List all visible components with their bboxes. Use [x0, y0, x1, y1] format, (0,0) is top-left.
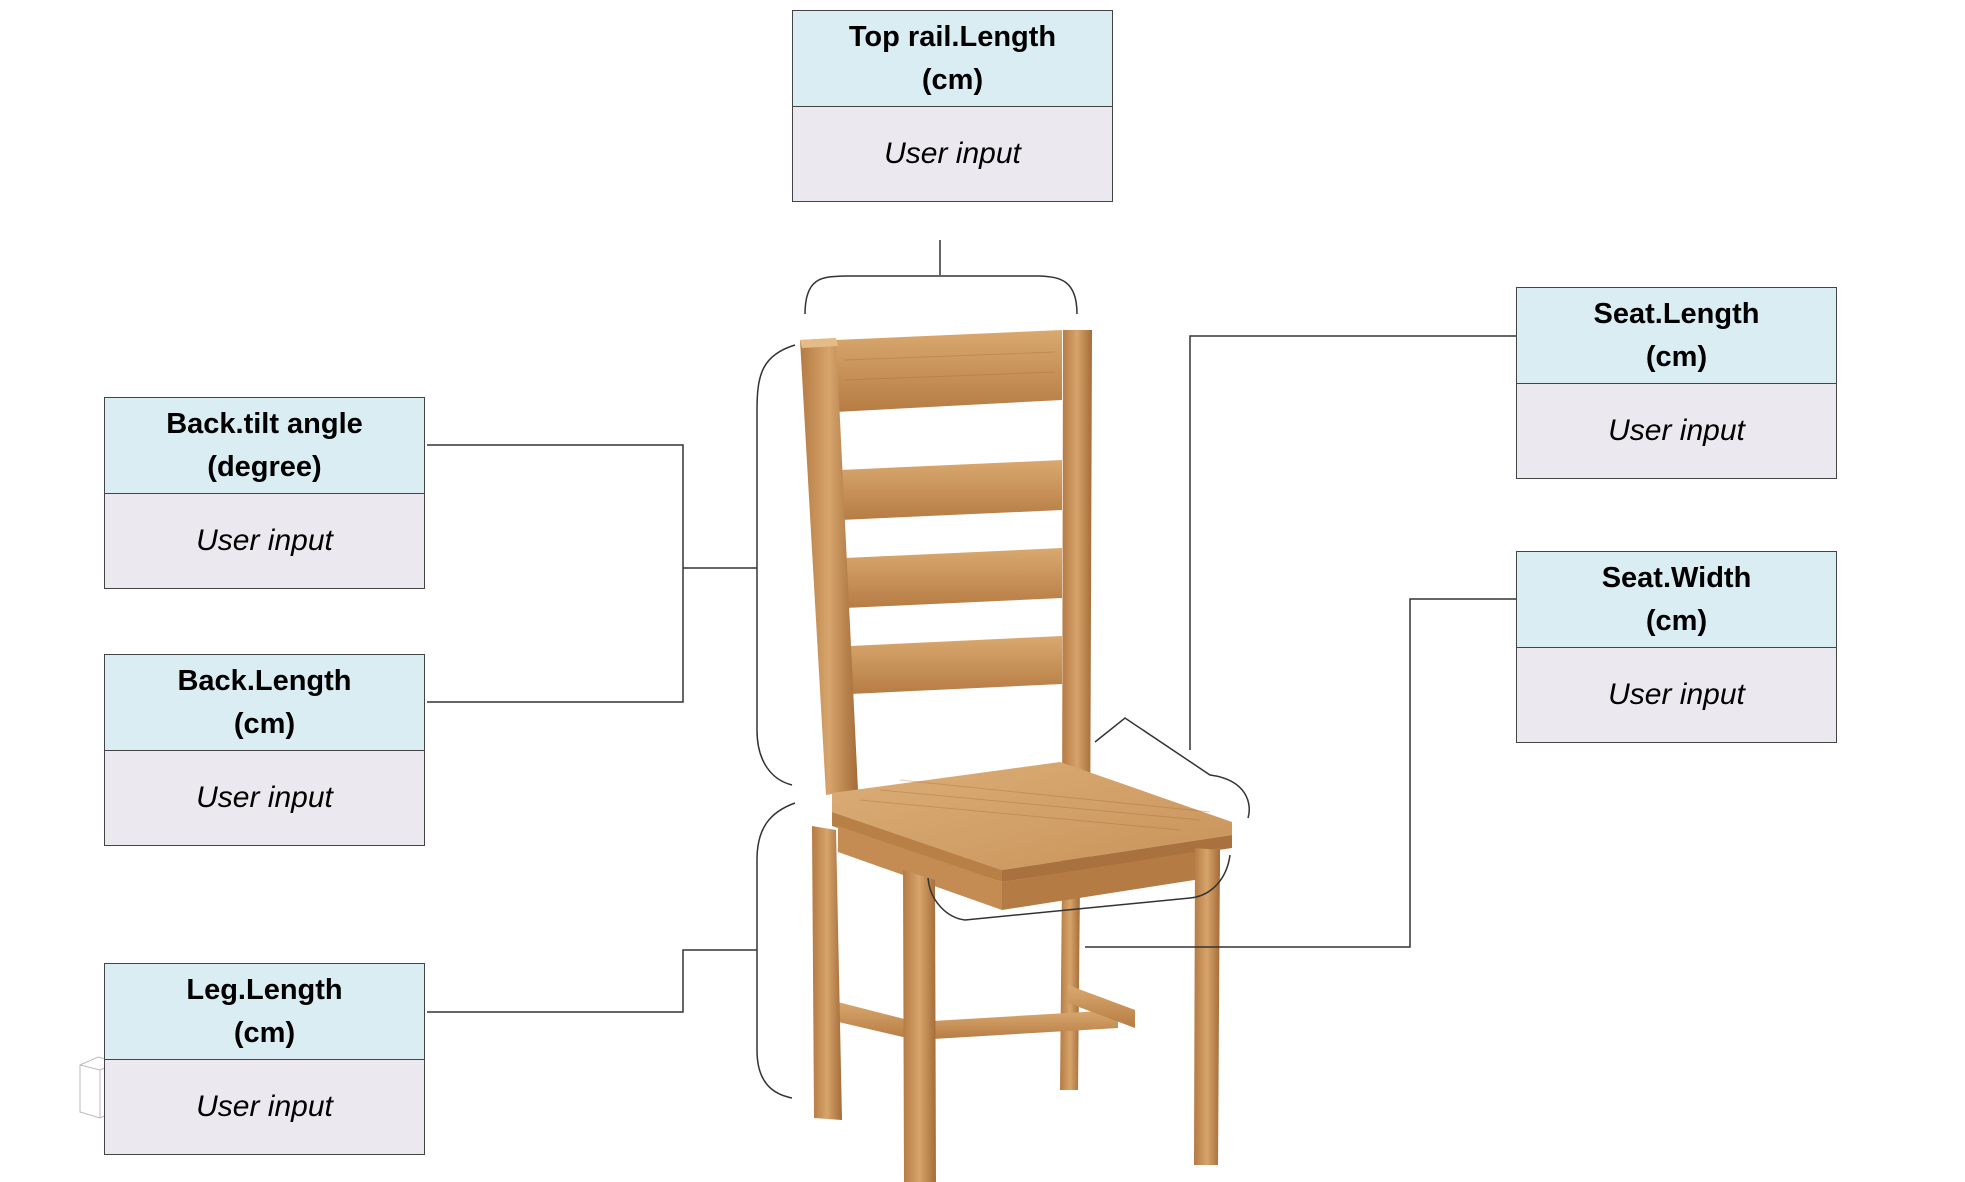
seat-length-bracket	[1094, 717, 1250, 819]
leg-length-input[interactable]: User input	[105, 1060, 424, 1154]
seat-width-box: Seat.Width (cm) User input	[1516, 551, 1837, 743]
seat-length-connector	[1189, 335, 1518, 750]
top-rail-length-input[interactable]: User input	[793, 107, 1112, 201]
seat-width-label-line2: (cm)	[1645, 604, 1708, 637]
top-rail-bracket	[804, 275, 1078, 315]
leg-length-box: Leg.Length (cm) User input	[104, 963, 425, 1155]
seat-length-label-line2: (cm)	[1645, 340, 1708, 373]
back-length-input[interactable]: User input	[105, 751, 424, 845]
back-tilt-angle-input[interactable]: User input	[105, 494, 424, 588]
chair-icon	[800, 330, 1232, 1182]
back-length-label-line1: Back.Length	[177, 664, 352, 697]
back-tilt-connector	[427, 444, 684, 568]
top-rail-length-label-line2: (cm)	[921, 63, 984, 96]
back-length-label-line2: (cm)	[233, 707, 296, 740]
back-tilt-angle-box: Back.tilt angle (degree) User input	[104, 397, 425, 589]
back-tilt-angle-label: Back.tilt angle (degree)	[105, 398, 424, 494]
leg-length-connector	[427, 949, 757, 1013]
seat-length-box: Seat.Length (cm) User input	[1516, 287, 1837, 479]
leg-bracket	[756, 802, 796, 1099]
seat-width-bracket	[927, 854, 1231, 921]
leg-length-label: Leg.Length (cm)	[105, 964, 424, 1060]
back-bracket	[683, 344, 796, 786]
back-tilt-angle-label-line2: (degree)	[207, 450, 322, 483]
seat-length-input[interactable]: User input	[1517, 384, 1836, 478]
back-length-box: Back.Length (cm) User input	[104, 654, 425, 846]
seat-width-label-line1: Seat.Width	[1601, 561, 1752, 594]
top-rail-length-label: Top rail.Length (cm)	[793, 11, 1112, 107]
leg-length-label-line2: (cm)	[233, 1016, 296, 1049]
seat-width-connector	[1085, 598, 1518, 948]
back-tilt-angle-label-line1: Back.tilt angle	[166, 407, 363, 440]
top-rail-length-label-line1: Top rail.Length	[848, 20, 1057, 53]
back-length-connector	[427, 568, 684, 703]
seat-width-label: Seat.Width (cm)	[1517, 552, 1836, 648]
seat-width-input[interactable]: User input	[1517, 648, 1836, 742]
leg-length-label-line1: Leg.Length	[186, 973, 343, 1006]
seat-length-label-line1: Seat.Length	[1593, 297, 1760, 330]
seat-length-label: Seat.Length (cm)	[1517, 288, 1836, 384]
top-rail-length-box: Top rail.Length (cm) User input	[792, 10, 1113, 202]
back-length-label: Back.Length (cm)	[105, 655, 424, 751]
